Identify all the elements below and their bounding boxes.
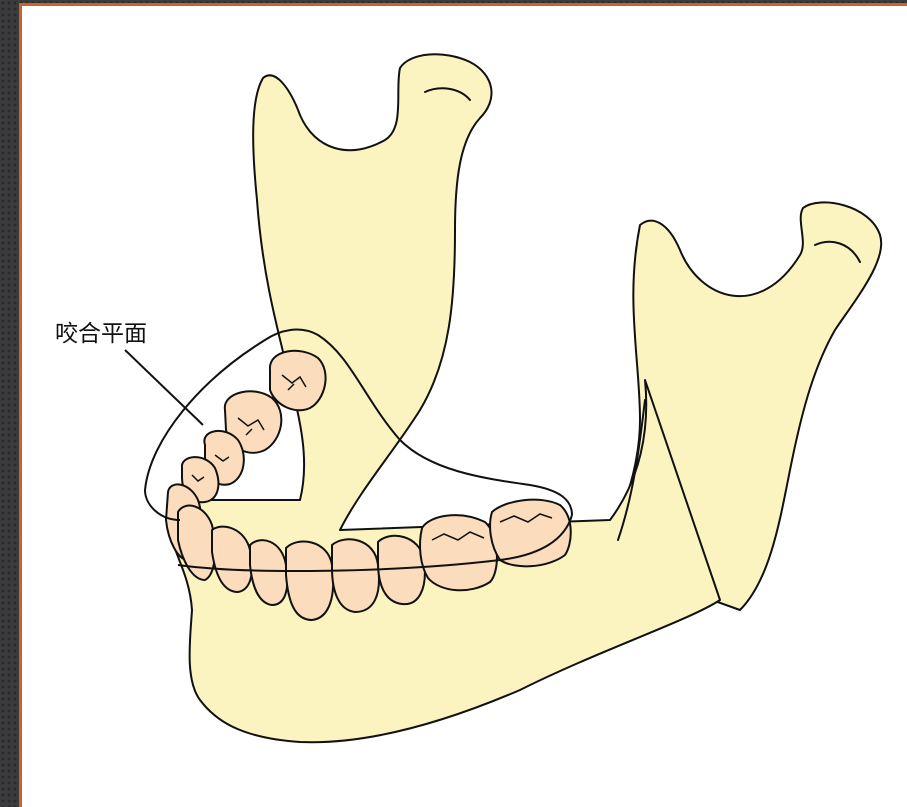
label-leader-line [125,350,203,425]
occlusal-plane-label: 咬合平面 [55,314,147,348]
tooth [490,500,571,567]
tooth [420,515,497,590]
tooth [286,541,333,620]
tooth [270,351,326,410]
tooth [332,539,379,612]
